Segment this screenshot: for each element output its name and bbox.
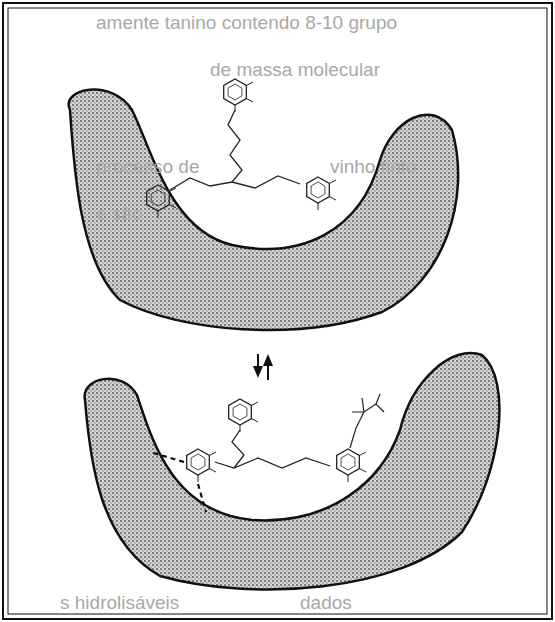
bleed-through-text: e são — [96, 203, 142, 225]
protein-bottom — [85, 353, 500, 589]
bleed-through-text: s hidrolisáveis — [60, 592, 179, 614]
bleed-through-text: dados — [300, 592, 352, 614]
protein-top — [69, 90, 458, 330]
equilibrium-arrows — [253, 354, 273, 380]
bleed-through-text: processo de — [96, 156, 200, 178]
tannin-bottom — [187, 394, 384, 482]
hydrogen-bonds — [150, 452, 206, 512]
tannin-top — [147, 79, 336, 218]
bleed-through-text: de massa molecular — [210, 59, 380, 81]
bleed-through-text: vinho tinto — [330, 156, 417, 178]
bleed-through-text: amente tanino contendo 8-10 grupo — [96, 12, 397, 34]
frame — [3, 3, 552, 619]
frame-inner — [8, 8, 547, 614]
